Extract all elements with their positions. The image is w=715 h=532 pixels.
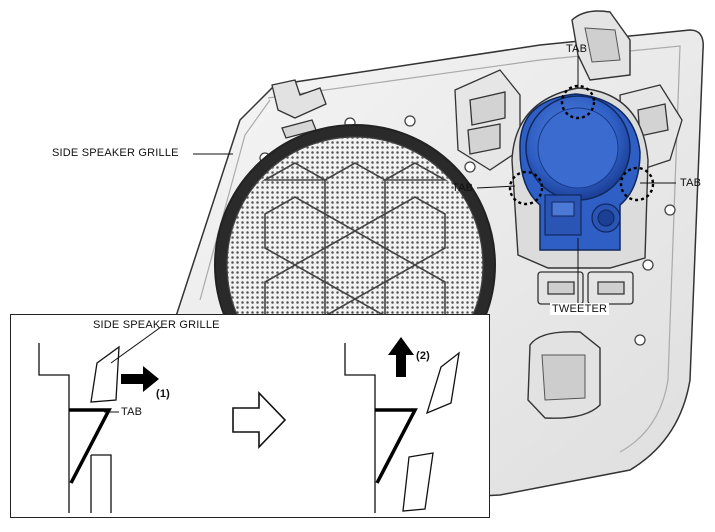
tab-label-top: TAB bbox=[566, 43, 588, 55]
inset-right-grille-lower bbox=[402, 452, 434, 512]
step-1-label: (1) bbox=[156, 388, 171, 400]
tweeter bbox=[519, 93, 641, 251]
arrow-right-icon bbox=[121, 366, 159, 392]
inset-tab-label: TAB bbox=[121, 406, 143, 418]
inset-drawing bbox=[38, 326, 460, 513]
inset-left-clip bbox=[69, 408, 112, 484]
right-outline-arrow-icon bbox=[232, 391, 287, 449]
panel-ridge-lower bbox=[199, 99, 271, 301]
removal-detail-inset: SIDE SPEAKER GRILLE TAB (1) (2) bbox=[10, 314, 490, 518]
arrow-up-icon bbox=[388, 337, 414, 377]
inset-left-panel bbox=[38, 343, 112, 513]
tweeter-label: TWEETER bbox=[550, 303, 610, 315]
inset-grille-label: SIDE SPEAKER GRILLE bbox=[93, 319, 220, 331]
leader-lines bbox=[193, 56, 676, 303]
inset-right-grille bbox=[425, 351, 460, 415]
tab-label-left: TAB bbox=[452, 182, 474, 194]
side-speaker-grille-label: SIDE SPEAKER GRILLE bbox=[52, 147, 179, 159]
inset-left-grille bbox=[90, 345, 120, 403]
inset-right-panel bbox=[344, 343, 376, 513]
step-2-label: (2) bbox=[416, 350, 431, 362]
left-bracket bbox=[454, 69, 521, 171]
inset-leader bbox=[110, 326, 162, 364]
inset-right-clip bbox=[375, 408, 418, 484]
tab-label-right: TAB bbox=[680, 177, 702, 189]
tab-callouts bbox=[508, 84, 655, 206]
lower-clips bbox=[537, 271, 634, 305]
